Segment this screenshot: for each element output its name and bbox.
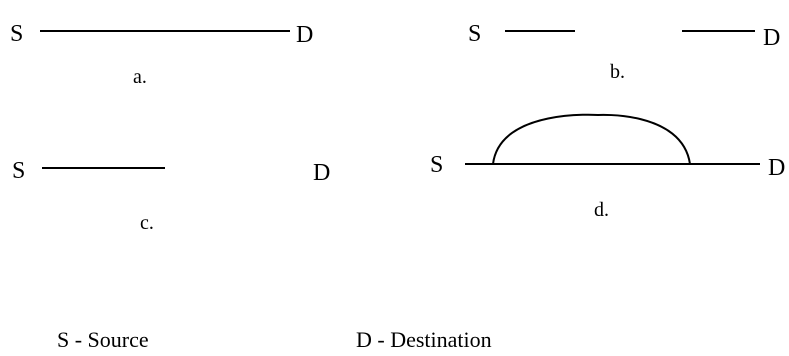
panel-c-destination-label: D <box>313 160 330 186</box>
panel-c: S D c. <box>12 158 330 234</box>
panel-a-caption: a. <box>133 66 147 88</box>
panel-d-caption: d. <box>594 199 609 221</box>
panel-c-caption: c. <box>140 212 154 234</box>
panel-a: S D a. <box>10 21 313 88</box>
legend: S - Source D - Destination <box>57 327 492 352</box>
panel-b-caption: b. <box>610 61 625 83</box>
legend-source: S - Source <box>57 327 149 352</box>
panel-d-source-label: S <box>430 152 443 178</box>
panel-b: S D b. <box>468 21 780 83</box>
panel-d: S D d. <box>430 113 785 221</box>
panel-d-detour-arc <box>492 113 691 165</box>
legend-destination: D - Destination <box>356 327 492 352</box>
panel-d-destination-label: D <box>768 155 785 181</box>
panel-a-destination-label: D <box>296 22 313 48</box>
panel-b-destination-label: D <box>763 25 780 51</box>
panel-c-source-label: S <box>12 158 25 184</box>
panel-b-source-label: S <box>468 21 481 47</box>
panel-a-source-label: S <box>10 21 23 47</box>
